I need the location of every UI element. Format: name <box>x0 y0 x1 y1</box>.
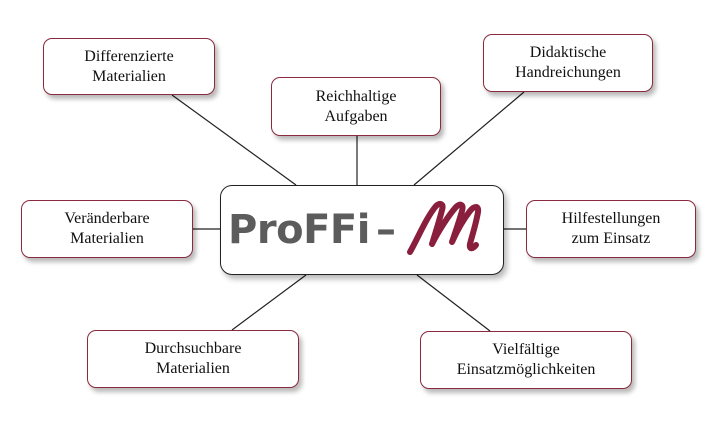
node-label-line-2: Materialien <box>156 360 230 377</box>
logo-dash: – <box>375 207 396 253</box>
node-label-line-2: Einsatzmöglichkeiten <box>456 361 596 378</box>
connector-top-left <box>171 94 297 186</box>
node-durchsuchbare-materialien: Durchsuchbare Materialien <box>87 330 299 388</box>
node-label-line-1: Didaktische <box>529 44 607 61</box>
node-label-line-2: Aufgaben <box>324 107 388 125</box>
logo-wordmark: ProFFi <box>228 207 370 253</box>
node-hilfestellungen-zum-einsatz: Hilfestellungen zum Einsatz <box>526 200 696 258</box>
proffi-m-logo-box: ProFFi – <box>220 185 504 275</box>
node-vielfaeltige-einsatzmoeglichkeiten: Vielfältige Einsatzmöglichkeiten <box>420 331 632 389</box>
connector-bottom-right <box>416 274 491 332</box>
node-label-line-1: Reichhaltige <box>315 87 397 105</box>
node-didaktische-handreichungen: Didaktische Handreichungen <box>483 34 653 92</box>
node-label-line-2: Handreichungen <box>515 64 621 81</box>
node-veraenderbare-materialien: Veränderbare Materialien <box>21 200 193 258</box>
logo-m-mark-icon <box>406 200 482 255</box>
node-label-line-1: Differenzierte <box>84 47 174 65</box>
node-reichhaltige-aufgaben: Reichhaltige Aufgaben <box>271 77 441 136</box>
node-label-line-2: Materialien <box>92 67 166 85</box>
node-label-line-1: Durchsuchbare <box>144 340 242 357</box>
connector-bottom-left <box>231 274 307 331</box>
node-label-line-2: Materialien <box>70 230 144 247</box>
node-label-line-1: Hilfestellungen <box>561 210 661 227</box>
connector-top-right <box>413 91 525 186</box>
node-differenzierte-materialien: Differenzierte Materialien <box>43 38 215 95</box>
node-label-line-1: Veränderbare <box>64 210 150 227</box>
node-label-line-1: Vielfältige <box>492 341 560 358</box>
node-label-line-2: zum Einsatz <box>571 230 651 247</box>
